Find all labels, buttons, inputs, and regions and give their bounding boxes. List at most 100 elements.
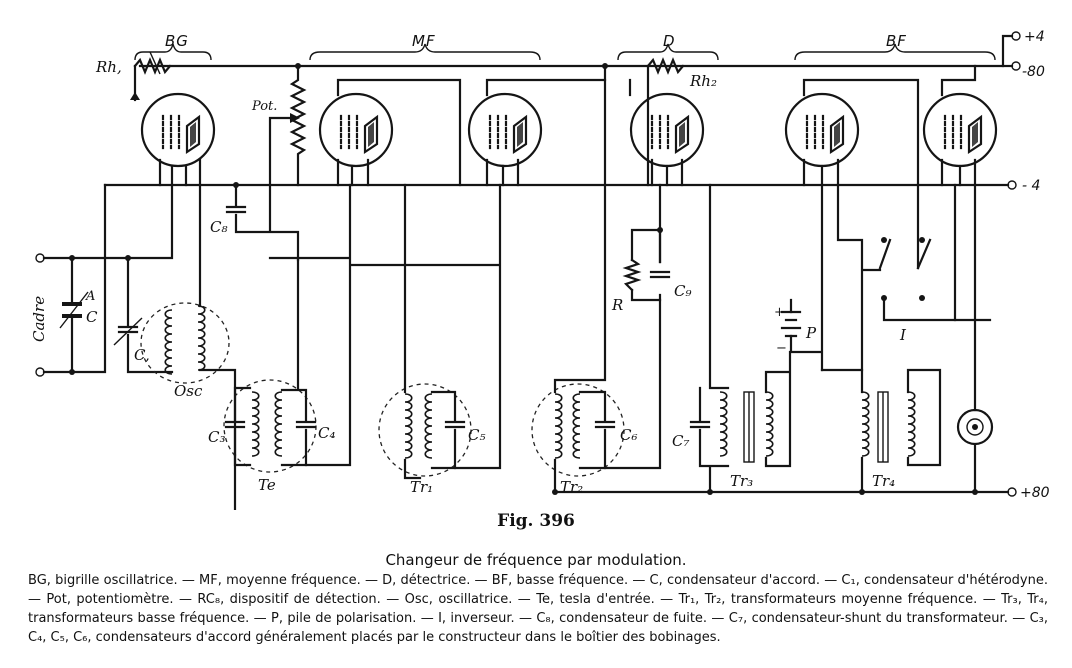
label-a: A (85, 289, 95, 304)
inverter-contact-2 (919, 237, 925, 243)
tube-mf2-pins (485, 158, 520, 187)
capacitor-c6 (594, 420, 616, 429)
resistor-r (622, 258, 642, 292)
tube-mf1-pins (336, 158, 370, 187)
tube-bf2 (922, 92, 998, 168)
tr2-wire (553, 64, 607, 494)
label-c8: C₈ (210, 218, 228, 236)
capacitor-c7 (689, 420, 711, 429)
terminal-minus4: - 4 (1022, 178, 1040, 194)
terminal-plus80: +80 (1020, 485, 1050, 501)
label-r: R (611, 296, 623, 314)
terminal-minus80-node (1011, 61, 1021, 71)
tube-bg (140, 92, 216, 168)
pot-wiper-head (290, 113, 300, 123)
label-c5: C₅ (468, 426, 486, 444)
tr4-coil-2 (907, 391, 916, 457)
label-rh2: Rh₂ (689, 72, 717, 90)
tube-d-pins (650, 158, 684, 187)
pot-wiper (268, 116, 292, 232)
tr2-coil-1 (554, 393, 563, 459)
label-c7: C₇ (672, 432, 690, 450)
label-tr2: Tr₂ (560, 478, 583, 496)
capacitor-c-arrow (59, 291, 89, 329)
label-rh1: Rh, (95, 58, 122, 76)
tr1-out-wire (350, 183, 502, 470)
label-pot: Pot. (251, 99, 277, 114)
rh1-arrow (149, 51, 161, 75)
tr4-wire (860, 368, 942, 494)
osc-shield (140, 302, 230, 384)
brace-mf (309, 43, 541, 61)
te-wire (233, 386, 252, 467)
label-i: I (899, 326, 907, 344)
section-d: D (663, 32, 676, 50)
osc-coil-1 (164, 309, 173, 375)
c1-arrow (113, 317, 143, 346)
input-terminal-bottom (35, 367, 45, 377)
section-bf: BF (886, 32, 907, 50)
rc-wire (630, 183, 662, 302)
inverter-switch-1 (878, 238, 892, 270)
label-c1: C, (134, 346, 150, 364)
figure-subtitle: Changeur de fréquence par modulation. (385, 551, 687, 569)
brace-bg (134, 43, 212, 61)
tr3-coil-1 (719, 391, 728, 457)
tr3-coil-2 (765, 391, 774, 457)
label-c3: C₃ (208, 428, 226, 446)
speaker-icon (956, 408, 994, 446)
junction-dots (69, 63, 978, 495)
tr2-shield (531, 383, 625, 477)
rh1-arrowhead (130, 92, 140, 100)
terminal-plus4: +4 (1024, 29, 1045, 45)
tr1-wire (403, 183, 457, 480)
tube-mf1 (318, 92, 394, 168)
capacitor-c8 (225, 205, 247, 214)
brace-d (617, 43, 719, 61)
label-tr4: Tr₄ (872, 472, 895, 490)
rheostat-rh2 (646, 57, 685, 75)
input-bottom-wire (42, 183, 107, 374)
label-c6: C₆ (620, 426, 638, 444)
tube-mf2-plate-wire (485, 78, 607, 97)
section-mf: MF (412, 32, 436, 50)
tube-bf1-plate-wire (802, 78, 920, 187)
capacitor-c9 (649, 270, 671, 279)
label-tr3: Tr₃ (730, 472, 753, 490)
figure-legend: BG, bigrille oscillatrice. — MF, moyenne… (28, 573, 1048, 645)
tube-mf1-plate-wire (336, 78, 462, 187)
tr2-coil-2 (572, 393, 581, 459)
te-sec-wire (280, 258, 308, 467)
label-cadre: Cadre (30, 296, 48, 342)
label-c4: C₄ (318, 424, 336, 442)
capacitor-c-plate1 (62, 302, 82, 306)
inverter-switch-2 (916, 238, 932, 270)
terminal-plus4-node (1011, 31, 1021, 41)
capacitor-c5 (444, 420, 466, 429)
tr3-wire (698, 183, 730, 494)
input-terminal-top (35, 253, 45, 263)
label-te: Te (258, 476, 276, 494)
inverter-wire (820, 183, 882, 372)
inverter-link (882, 183, 957, 322)
c8-wire (234, 183, 300, 262)
osc-coil-2 (197, 305, 206, 371)
tube-bf1 (784, 92, 860, 168)
c1-wire (126, 256, 174, 374)
tube-bf1-pins (802, 158, 840, 187)
terminal-minus80: -80 (1022, 64, 1045, 80)
label-minus: − (776, 341, 787, 356)
tube-bf2-plate-wire (940, 64, 977, 97)
te-coil-1 (251, 391, 260, 457)
speaker-cone (966, 418, 984, 436)
tr4-coil-1 (861, 391, 870, 457)
speaker-wire (953, 183, 992, 494)
section-bg: BG (165, 32, 189, 50)
brace-bf (794, 43, 996, 61)
label-plus: + (774, 305, 785, 320)
te-out-wire (268, 183, 352, 467)
input-top-wire (42, 183, 174, 260)
tr1-coil-1 (404, 393, 413, 459)
rheostat-rh1 (133, 57, 172, 75)
capacitor-c-plate2 (62, 314, 82, 318)
